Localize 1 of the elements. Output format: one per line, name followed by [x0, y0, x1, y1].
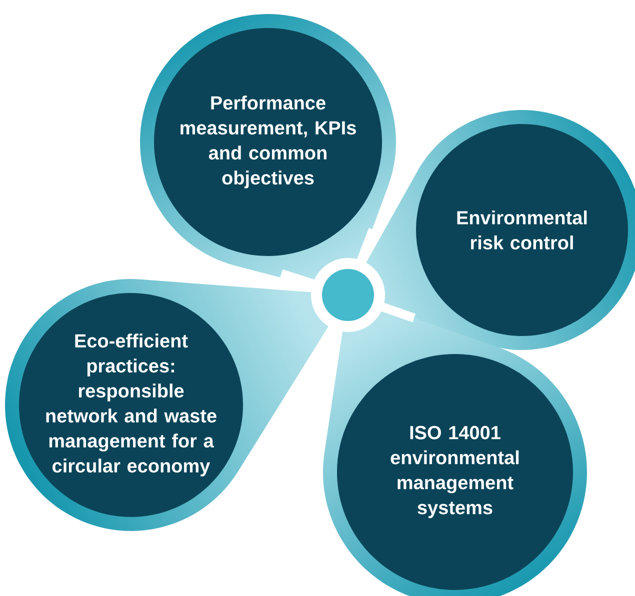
hub-circle: [322, 269, 374, 321]
